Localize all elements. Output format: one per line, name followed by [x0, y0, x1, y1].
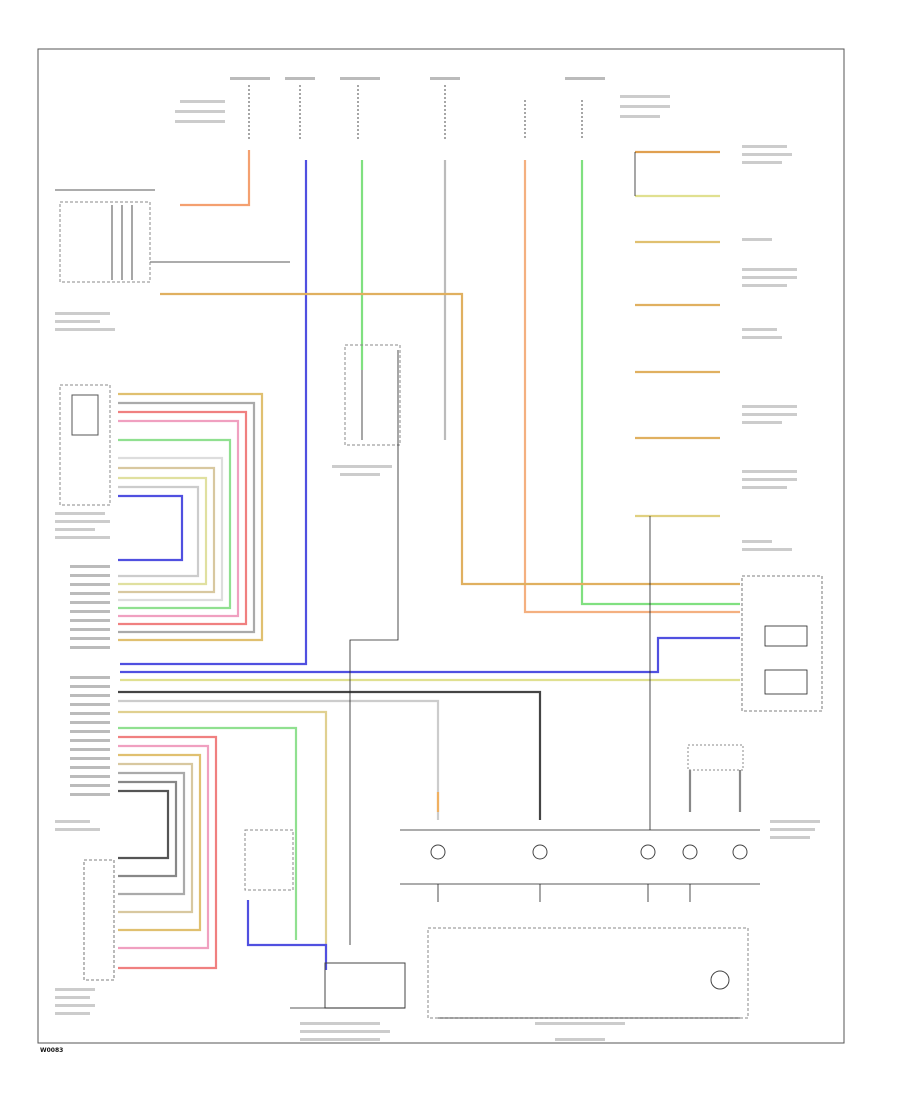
diagram-frame — [37, 48, 845, 1044]
right-connectors — [634, 150, 720, 518]
wire-blue-right — [120, 636, 740, 674]
instrument-cluster-box — [741, 575, 823, 712]
fuse-drops — [248, 85, 583, 140]
wire-orange-3 — [160, 292, 740, 586]
wire-orange-1 — [180, 150, 251, 207]
cluster-sub-box-1 — [764, 625, 808, 647]
wire-gray-2 — [349, 350, 399, 945]
vehicle-speed-sensor — [55, 189, 155, 331]
wire-blue-main — [120, 160, 308, 666]
fuse-labels — [175, 77, 670, 123]
diagram-code: W0083 — [40, 1047, 63, 1054]
wire-green-2 — [580, 160, 740, 606]
transmission-range-switch — [332, 344, 401, 476]
steering-angle-sensor-box — [83, 859, 115, 981]
wire-orange-2 — [523, 160, 740, 614]
right-component-labels — [742, 145, 797, 551]
steering-wheel-section — [400, 744, 820, 1041]
wire-bundle-upper — [118, 392, 264, 642]
ecu-pin-labels — [70, 565, 110, 796]
cluster-sub-box-2 — [764, 669, 808, 695]
yaw-rate-sensor — [55, 384, 111, 539]
steering-angle-sensor-label — [55, 820, 100, 1015]
esc-off-switch — [244, 829, 406, 1041]
wire-bundle-lower — [118, 690, 542, 970]
